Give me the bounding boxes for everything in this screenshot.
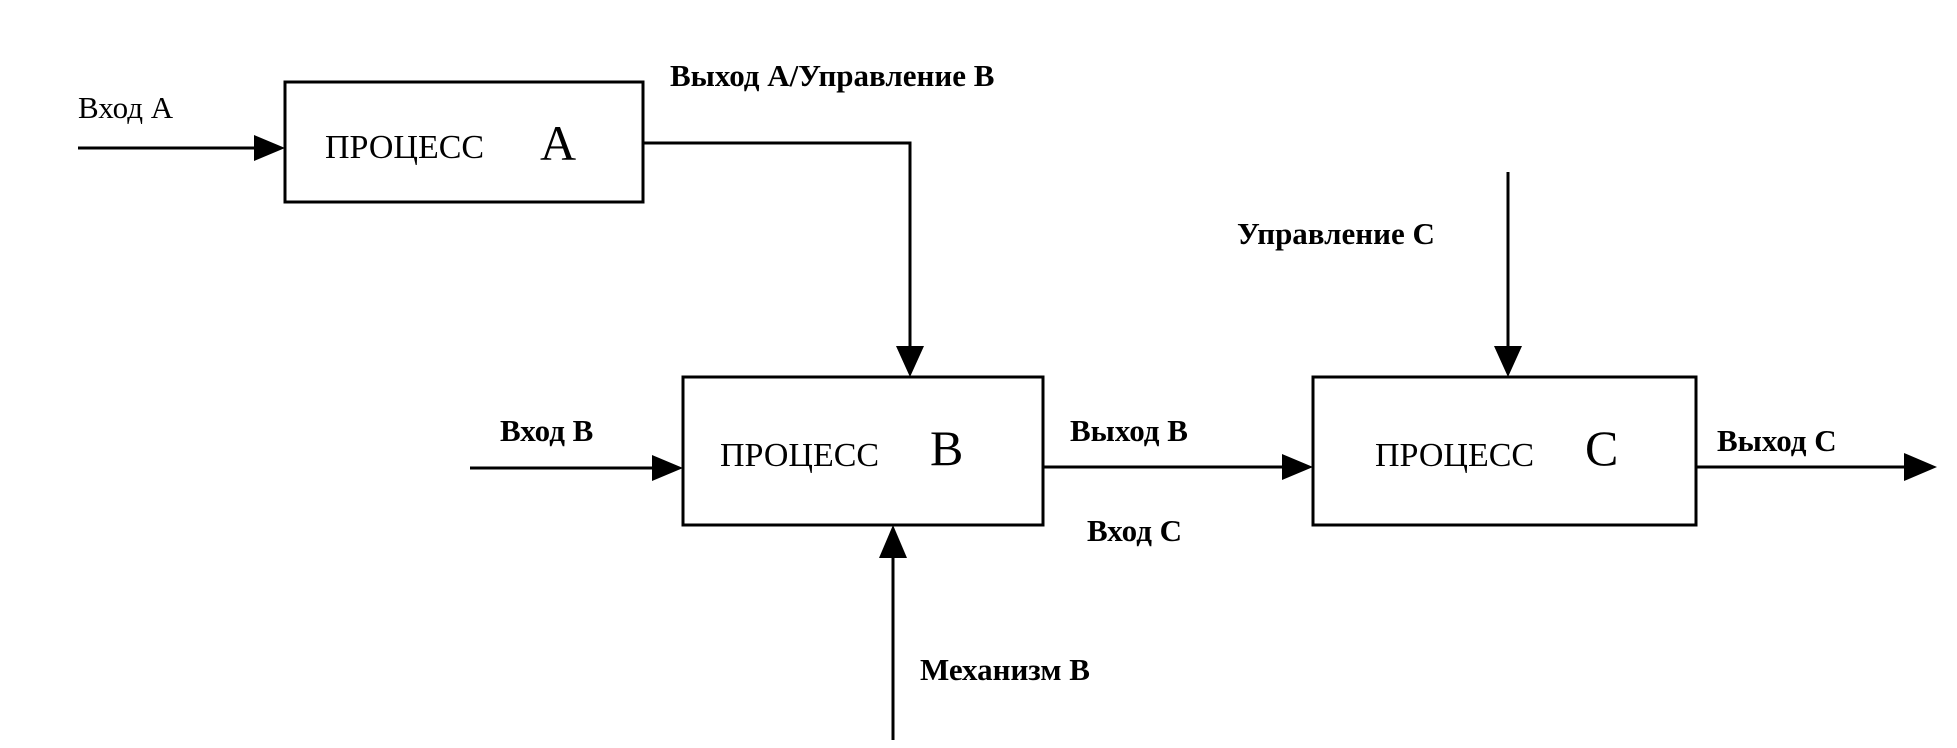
arrow-output-a-control-b-head — [896, 346, 924, 377]
arrow-output-a-control-b-line — [643, 141, 912, 352]
process-a-box — [283, 80, 645, 204]
process-b-letter: B — [930, 420, 963, 476]
arrow-input-b — [470, 455, 683, 481]
arrow-control-c-head — [1494, 346, 1522, 377]
arrow-output-b-input-c-head — [1282, 454, 1313, 480]
process-c-word: ПРОЦЕСС — [1375, 437, 1534, 474]
process-c-letter: C — [1585, 420, 1618, 476]
label-control-c: Управление C — [1237, 216, 1435, 251]
arrow-output-c-head — [1904, 453, 1937, 481]
label-mechanism-b: Механизм B — [920, 652, 1090, 687]
arrow-output-c — [1696, 453, 1937, 481]
process-b: ПРОЦЕСС B — [681, 375, 1045, 527]
process-a-letter: A — [540, 115, 576, 171]
arrow-input-a-head — [254, 135, 285, 161]
process-b-word: ПРОЦЕСС — [720, 437, 879, 474]
process-c-box — [1311, 375, 1698, 527]
arrow-mechanism-b-head — [879, 525, 907, 558]
process-a-word: ПРОЦЕСС — [325, 129, 484, 166]
label-output-b: Выход B — [1070, 413, 1188, 448]
label-input-a: Вход A — [78, 90, 174, 125]
label-input-c: Вход C — [1087, 513, 1182, 548]
process-b-box — [681, 375, 1045, 527]
arrow-input-a — [78, 135, 285, 161]
arrow-control-c — [1494, 172, 1522, 377]
label-output-a-control-b: Выход A/Управление B — [670, 58, 994, 93]
process-c: ПРОЦЕСС C — [1311, 375, 1698, 527]
arrow-output-b-input-c — [1043, 454, 1313, 480]
process-a: ПРОЦЕСС A — [283, 80, 645, 204]
label-input-b: Вход B — [500, 413, 593, 448]
arrow-output-a-control-b — [643, 141, 924, 377]
arrow-mechanism-b — [879, 525, 907, 740]
arrow-input-b-head — [652, 455, 683, 481]
label-output-c: Выход C — [1717, 423, 1837, 458]
